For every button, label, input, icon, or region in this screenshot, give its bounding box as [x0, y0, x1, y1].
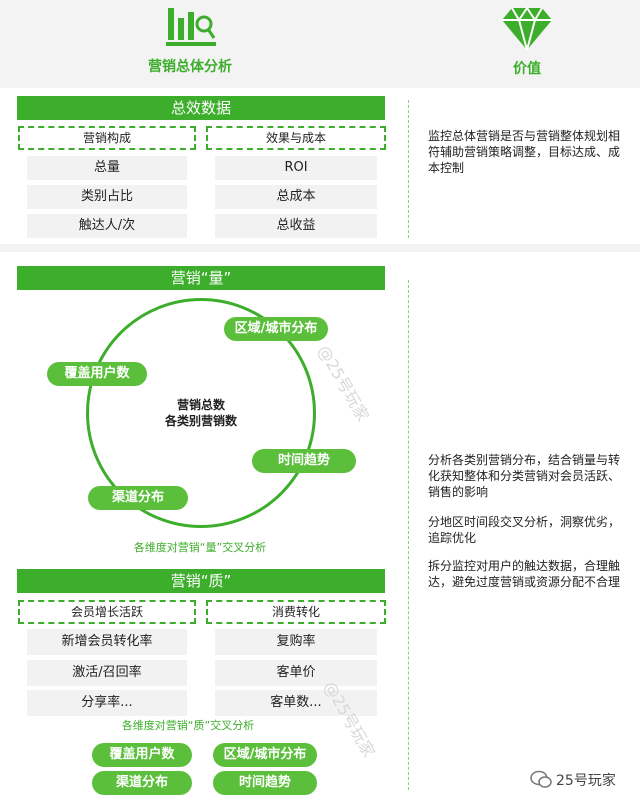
header-right-title: 价值 — [513, 61, 541, 77]
quality-right-item: 客单价 — [215, 660, 377, 686]
quantity-pill-channel: 渠道分布 — [88, 486, 188, 510]
divider-line — [408, 280, 409, 790]
total-right-item: 总成本 — [215, 185, 377, 209]
total-right-item: ROI — [215, 156, 377, 180]
quality-title: 营销“质” — [17, 569, 385, 593]
total-left-item: 总量 — [27, 156, 187, 180]
description-2: 分地区时间段交叉分析，洞察优劣，追踪优化 — [428, 515, 621, 545]
total-right-item: 总收益 — [215, 214, 377, 238]
quality-col-left: 会员增长活跃 — [18, 600, 196, 624]
bar-chart-search-icon — [166, 4, 216, 48]
total-left-item: 类别占比 — [27, 185, 187, 209]
description-3: 拆分监控对用户的触达数据，合理触达，避免过度营销或资源分配不合理 — [428, 559, 621, 589]
quality-pill-users: 覆盖用户数 — [92, 743, 192, 767]
quality-col-right: 消费转化 — [206, 600, 386, 624]
quality-right-item: 复购率 — [215, 629, 377, 655]
quantity-pill-time: 时间趋势 — [252, 449, 356, 473]
total-left-item: 触达人/次 — [27, 214, 187, 238]
quantity-circle — [86, 298, 316, 528]
total-col-left: 营销构成 — [18, 126, 196, 150]
total-col-right: 效果与成本 — [206, 126, 386, 150]
quantity-center-line2: 各类别营销数 — [164, 414, 237, 428]
quality-pill-channel: 渠道分布 — [92, 771, 192, 795]
quality-right-item: 客单数... — [215, 690, 377, 716]
quantity-caption: 各维度对营销“量”交叉分析 — [133, 541, 267, 554]
quality-caption: 各维度对营销“质”交叉分析 — [121, 719, 255, 732]
header-left-title: 营销总体分析 — [148, 59, 232, 75]
quality-pill-region: 区域/城市分布 — [213, 743, 317, 767]
diamond-icon — [502, 6, 552, 54]
divider-line — [408, 100, 409, 238]
total-title: 总效数据 — [17, 96, 385, 120]
quantity-pill-users: 覆盖用户数 — [47, 362, 147, 386]
quality-left-item: 新增会员转化率 — [27, 629, 187, 655]
quantity-center-line1: 营销总数 — [176, 398, 225, 412]
quantity-title: 营销“量” — [17, 266, 385, 290]
wechat-icon — [530, 770, 552, 790]
quantity-pill-region: 区域/城市分布 — [224, 317, 328, 341]
total-description: 监控总体营销是否与营销整体规划相符辅助营销策略调整，目标达成、成本控制 — [428, 129, 621, 175]
footer-brand: 25号玩家 — [556, 773, 616, 789]
quality-left-item: 激活/召回率 — [27, 660, 187, 686]
quality-pill-time: 时间趋势 — [213, 771, 317, 795]
description-1: 分析各类别营销分布，结合销量与转化获知整体和分类营销对会员活跃、销售的影响 — [428, 453, 621, 499]
quality-left-item: 分享率... — [27, 690, 187, 716]
